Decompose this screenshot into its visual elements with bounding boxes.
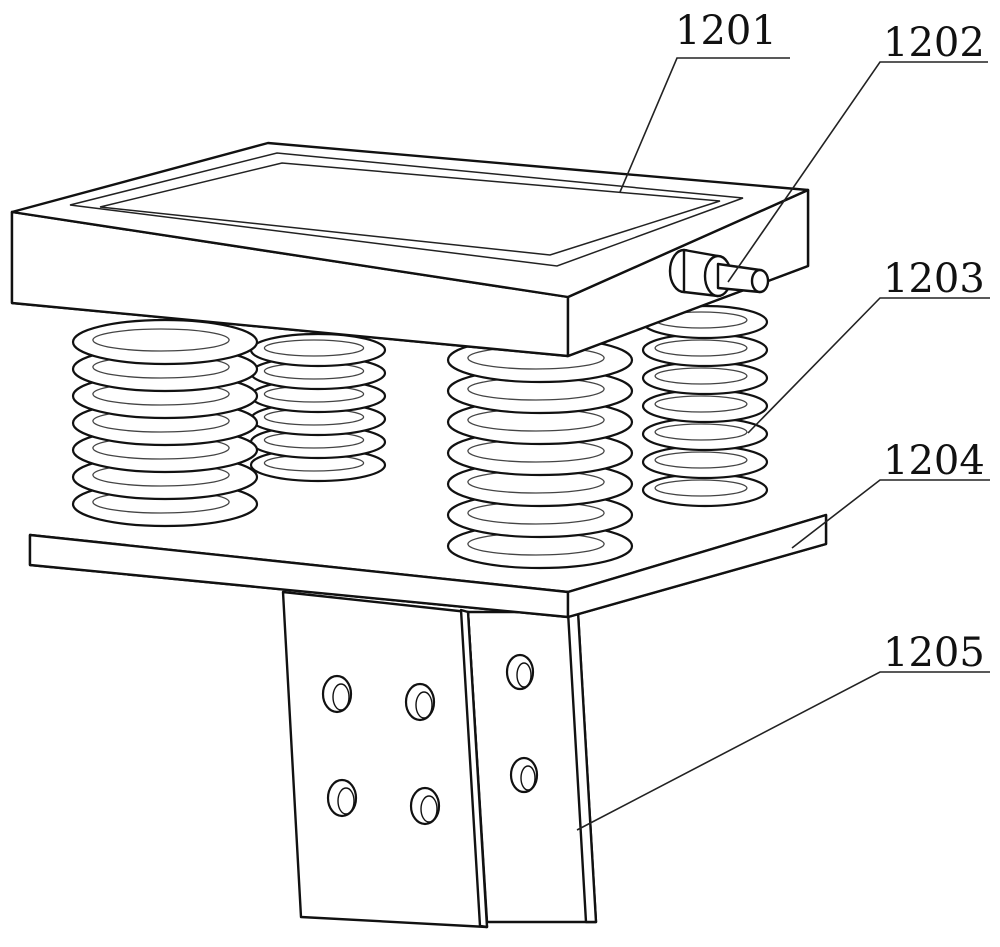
spring-coil-inner xyxy=(92,328,230,352)
spring xyxy=(446,336,634,570)
bolt-hole xyxy=(505,653,535,691)
leader-lines xyxy=(576,57,990,831)
part-labels: 1201 1202 1203 1204 1205 xyxy=(675,8,985,676)
spring-coil-inner xyxy=(654,395,748,413)
leader-1204 xyxy=(791,479,990,549)
label-1201: 1201 xyxy=(675,8,777,54)
label-1203: 1203 xyxy=(883,256,985,302)
leader-1202 xyxy=(727,61,988,283)
spring-coil-inner xyxy=(654,339,748,357)
leader-1205 xyxy=(576,671,990,831)
spring xyxy=(71,318,259,528)
spring-coil-inner xyxy=(654,451,748,469)
spring-coil xyxy=(249,332,387,368)
mounting-bracket-assembly xyxy=(281,590,598,929)
spring-coil-inner xyxy=(654,479,748,497)
bracket-holes xyxy=(321,653,539,826)
spring xyxy=(249,332,387,483)
bolt-hole xyxy=(326,778,358,818)
leader-1203 xyxy=(747,297,990,434)
bolt-hole xyxy=(509,756,539,794)
base-plate xyxy=(28,513,828,619)
spring-coil xyxy=(71,318,259,366)
spring-coil-inner xyxy=(263,339,365,357)
bolt-hole xyxy=(409,786,441,826)
label-1205: 1205 xyxy=(883,630,985,676)
spring xyxy=(641,304,769,508)
spring-coil-inner xyxy=(654,423,748,441)
compression-springs xyxy=(71,304,769,570)
leader-1201 xyxy=(619,57,790,193)
spring-coil-inner xyxy=(654,367,748,385)
bracket-plate-left xyxy=(281,590,489,929)
label-1202: 1202 xyxy=(883,20,985,66)
hose-connector xyxy=(668,248,770,298)
label-1204: 1204 xyxy=(883,438,985,484)
bolt-hole xyxy=(404,682,436,722)
bolt-hole xyxy=(321,674,353,714)
